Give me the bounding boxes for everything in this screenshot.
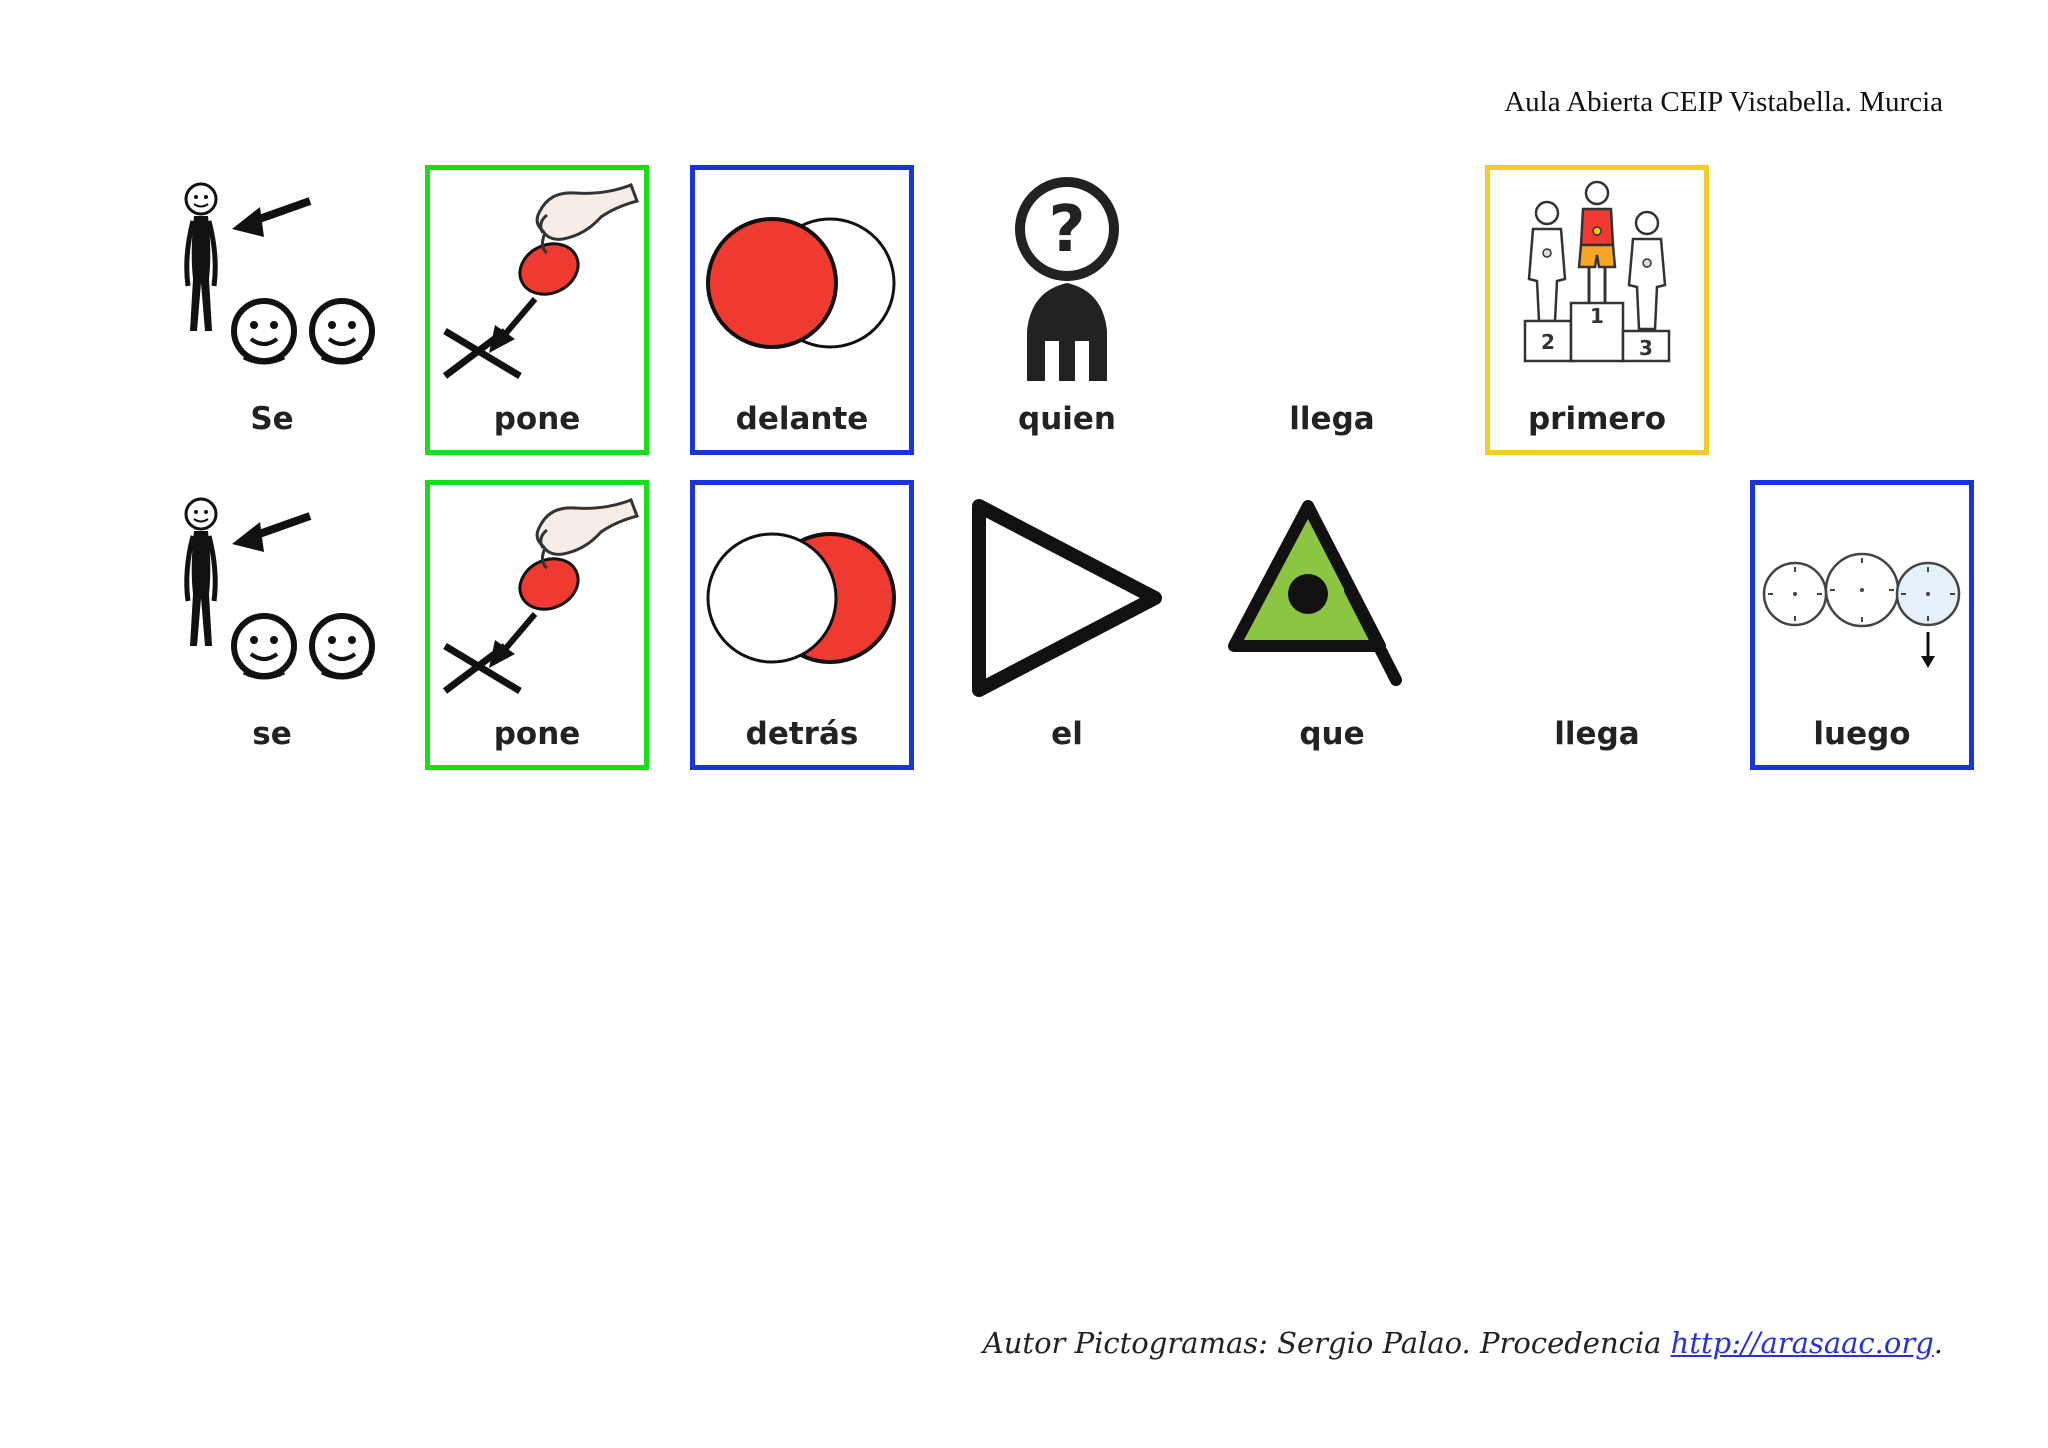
put-hand-icon: [425, 486, 649, 706]
pictogram-word: el: [1051, 716, 1083, 752]
pictogram-card: que: [1220, 480, 1444, 770]
in-front-circles-icon: [690, 171, 914, 391]
pictogram-word: pone: [493, 716, 581, 752]
clocks-later-icon: [1750, 486, 1974, 706]
who-question-person-icon: ?: [955, 171, 1179, 391]
pictogram-card: detrás: [690, 480, 914, 770]
pictogram-card: se: [160, 480, 384, 770]
pictogram-card: luego: [1750, 480, 1974, 770]
pictogram-word: primero: [1527, 401, 1667, 437]
podium-number: 2: [1541, 330, 1555, 354]
sentence-row-2: se pone detrás: [160, 480, 2000, 770]
footer-text: Autor Pictogramas: Sergio Palao. Procede…: [982, 1326, 1671, 1360]
sentence-row-1: Se pone delante: [160, 165, 2000, 455]
pictogram-word: que: [1299, 716, 1365, 752]
pictogram-word: pone: [493, 401, 581, 437]
pictogram-word: detrás: [745, 716, 859, 752]
blank-pictogram: [1220, 171, 1444, 391]
footer-credit: Autor Pictogramas: Sergio Palao. Procede…: [983, 1326, 1943, 1360]
pictogram-word: luego: [1813, 716, 1911, 752]
pictogram-word: llega: [1554, 716, 1640, 752]
pictogram-card: delante: [690, 165, 914, 455]
pictogram-card: llega: [1485, 480, 1709, 770]
put-hand-icon: [425, 171, 649, 391]
pictogram-word: quien: [1018, 401, 1116, 437]
podium-first-icon: 2 1 3: [1485, 171, 1709, 391]
podium-number: 1: [1590, 304, 1604, 328]
pictogram-card: pone: [425, 480, 649, 770]
behind-circles-icon: [690, 486, 914, 706]
pictogram-card: 2 1 3 primero: [1485, 165, 1709, 455]
pictogram-card: el: [955, 480, 1179, 770]
reflexive-se-icon: [160, 171, 384, 391]
svg-text:?: ?: [1048, 193, 1085, 267]
reflexive-se-icon: [160, 486, 384, 706]
pictogram-card: pone: [425, 165, 649, 455]
article-triangle-icon: [955, 486, 1179, 706]
pictogram-card: ? quien: [955, 165, 1179, 455]
pictogram-card: Se: [160, 165, 384, 455]
footer-end: .: [1933, 1326, 1943, 1360]
header-text: Aula Abierta CEIP Vistabella. Murcia: [1504, 86, 1943, 118]
blank-pictogram: [1485, 486, 1709, 706]
pictogram-word: Se: [250, 401, 294, 437]
pictogram-word: se: [252, 716, 292, 752]
pictogram-word: llega: [1289, 401, 1375, 437]
podium-number: 3: [1639, 336, 1653, 360]
pictogram-card: llega: [1220, 165, 1444, 455]
pictogram-word: delante: [735, 401, 869, 437]
que-triangle-eye-icon: [1220, 486, 1444, 706]
arasaac-link[interactable]: http://arasaac.org: [1670, 1326, 1934, 1360]
